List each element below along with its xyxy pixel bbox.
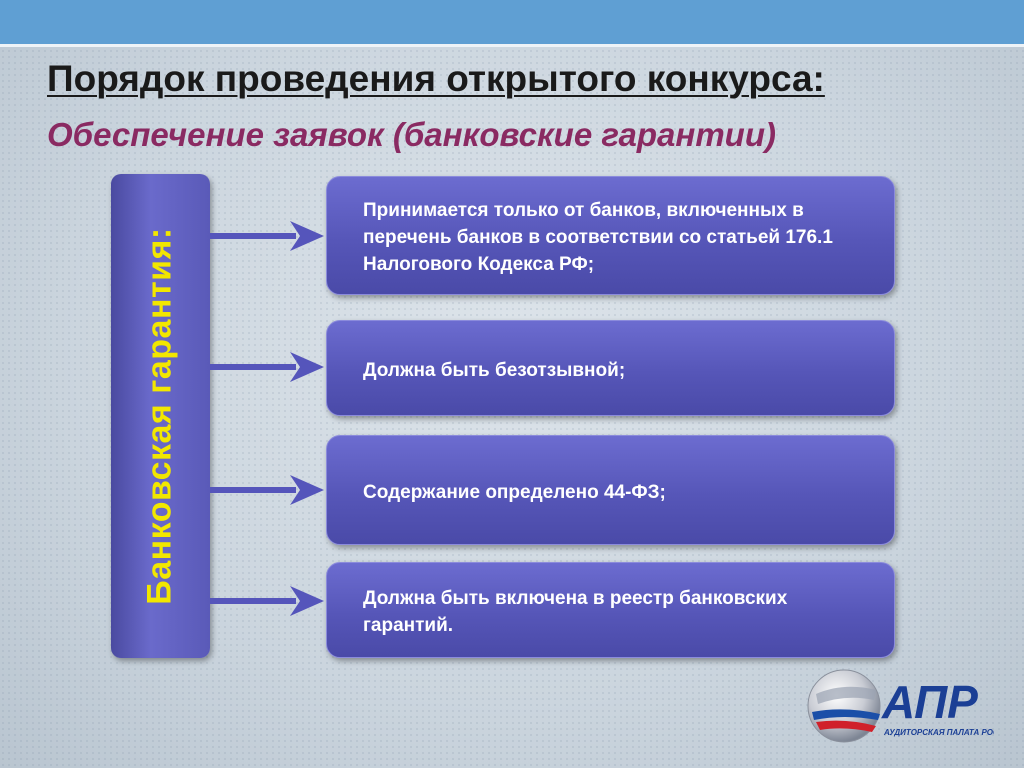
requirement-box-2: Должна быть безотзывной; (326, 320, 895, 416)
requirement-text: Принимается только от банков, включенных… (363, 200, 833, 275)
top-accent-line (0, 44, 1024, 47)
arrow-right-icon (210, 475, 324, 505)
requirement-box-4: Должна быть включена в реестр банковских… (326, 562, 895, 658)
slide-subtitle: Обеспечение заявок (банковские гарантии) (47, 116, 776, 153)
arrow-right-icon (210, 586, 324, 616)
side-label-box (111, 174, 210, 658)
requirement-text: Должна быть включена в реестр банковских… (363, 588, 788, 636)
requirement-box-3: Содержание определено 44-ФЗ; (326, 435, 895, 545)
apr-logo: АПР АУДИТОРСКАЯ ПАЛАТА РОССИИ (807, 669, 994, 743)
side-label: Банковская гарантия: (140, 227, 179, 605)
requirement-text: Содержание определено 44-ФЗ; (363, 482, 666, 503)
slide-title: Порядок проведения открытого конкурса: (47, 58, 825, 99)
requirement-text: Должна быть безотзывной; (363, 360, 626, 381)
svg-text:АУДИТОРСКАЯ ПАЛАТА РОССИИ: АУДИТОРСКАЯ ПАЛАТА РОССИИ (883, 728, 994, 737)
top-accent-band (0, 0, 1024, 44)
arrow-right-icon (210, 221, 324, 251)
svg-text:АПР: АПР (881, 676, 978, 728)
arrow-right-icon (210, 352, 324, 382)
requirement-box-1: Принимается только от банков, включенных… (326, 176, 895, 295)
